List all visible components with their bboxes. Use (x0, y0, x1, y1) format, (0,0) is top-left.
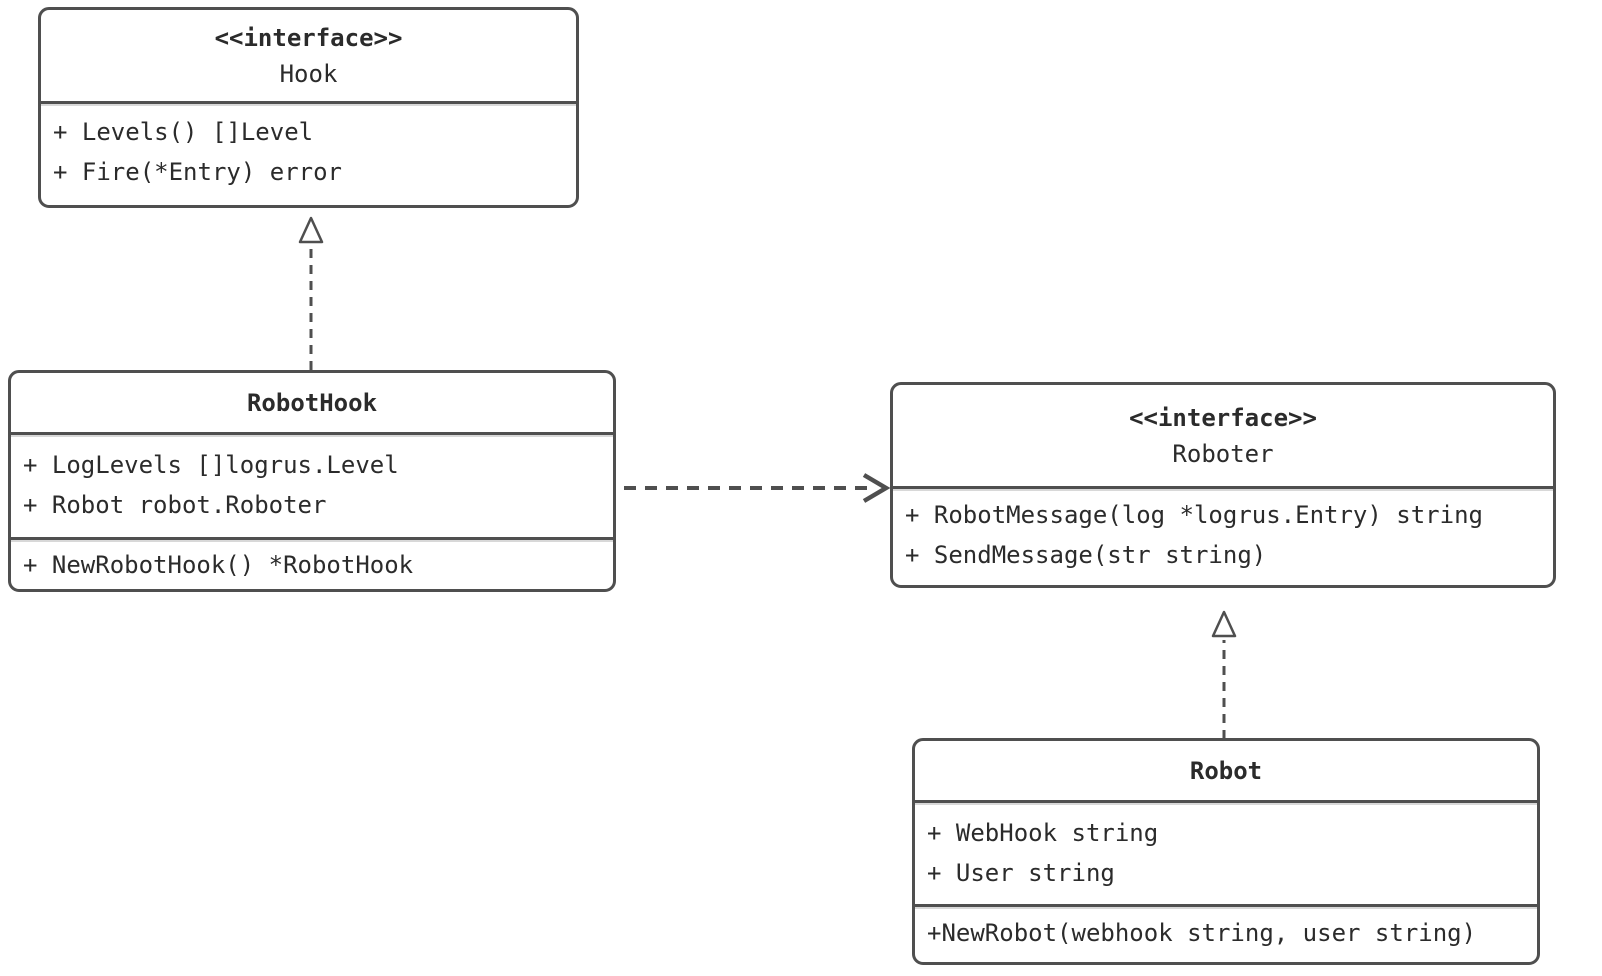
method-line: + SendMessage(str string) (905, 541, 1267, 569)
class-name: Roboter (1172, 439, 1274, 468)
class-name: Hook (279, 59, 338, 88)
method-line: + Levels() []Level (53, 118, 314, 146)
class-robot-methods-compartment: +NewRobot(webhook string, user string) (915, 904, 1537, 962)
field-line: + WebHook string (927, 819, 1159, 847)
class-robothook-title-compartment: RobotHook (11, 373, 613, 432)
class-robothook-methods-compartment: + NewRobotHook() *RobotHook (11, 537, 613, 589)
class-hook-title-compartment: <<interface>> Hook (41, 10, 576, 101)
hollow-triangle-arrowhead (298, 216, 324, 244)
class-box-robot: Robot + WebHook string + User string +Ne… (912, 738, 1540, 965)
stereotype-label: <<interface>> (214, 23, 403, 52)
method-line: + RobotMessage(log *logrus.Entry) string (905, 501, 1483, 529)
class-box-hook: <<interface>> Hook + Levels() []Level + … (38, 7, 579, 208)
stereotype-label: <<interface>> (1129, 403, 1317, 432)
method-line: + NewRobotHook() *RobotHook (23, 551, 414, 579)
method-line: +NewRobot(webhook string, user string) (927, 919, 1477, 947)
class-robot-fields-compartment: + WebHook string + User string (915, 800, 1537, 904)
open-chevron-arrowhead (862, 473, 891, 503)
class-box-roboter: <<interface>> Roboter + RobotMessage(log… (890, 382, 1556, 588)
realization-arrow-robothook-to-hook (298, 216, 324, 370)
class-roboter-title-compartment: <<interface>> Roboter (893, 385, 1553, 486)
class-name: Robot (1189, 756, 1263, 785)
realization-arrow-robot-to-roboter (1211, 610, 1237, 739)
class-robothook-fields-compartment: + LogLevels []logrus.Level + Robot robot… (11, 432, 613, 537)
field-line: + Robot robot.Roboter (23, 491, 327, 519)
field-line: + LogLevels []logrus.Level (23, 451, 399, 479)
class-box-robothook: RobotHook + LogLevels []logrus.Level + R… (8, 370, 616, 592)
dependency-arrow-robothook-to-roboter (624, 473, 891, 503)
class-robot-title-compartment: Robot (915, 741, 1537, 800)
field-line: + User string (927, 859, 1115, 887)
class-hook-methods-compartment: + Levels() []Level + Fire(*Entry) error (41, 101, 576, 205)
class-roboter-methods-compartment: + RobotMessage(log *logrus.Entry) string… (893, 486, 1553, 585)
hollow-triangle-arrowhead (1211, 610, 1237, 638)
class-name: RobotHook (246, 388, 378, 417)
method-line: + Fire(*Entry) error (53, 158, 342, 186)
